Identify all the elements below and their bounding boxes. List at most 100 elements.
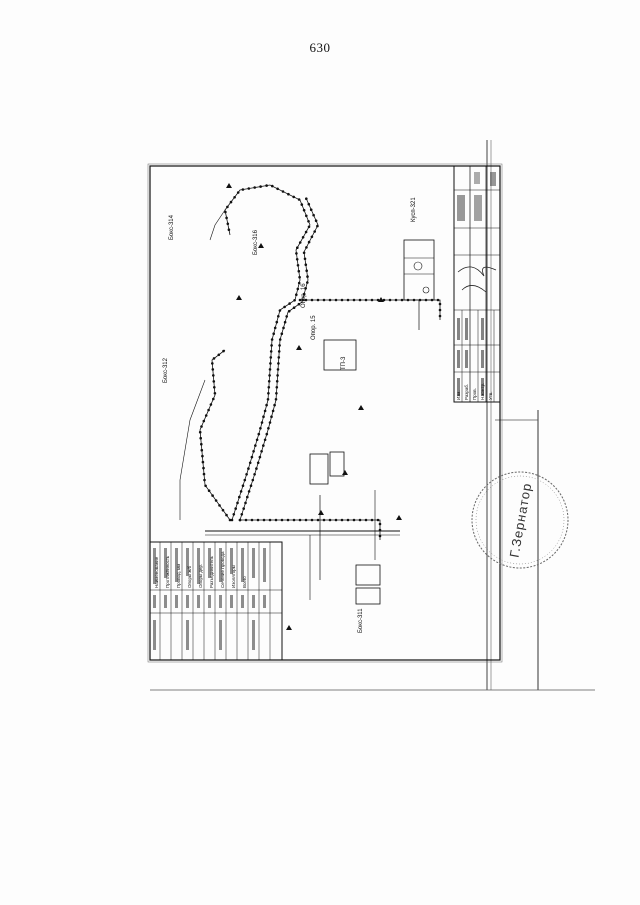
pole-dot	[287, 309, 291, 313]
pole-dot	[297, 269, 301, 273]
pole-dot	[267, 380, 271, 383]
pole-dot	[232, 513, 236, 516]
pole-dot	[304, 263, 308, 267]
pole-dot	[265, 184, 268, 187]
pole-dot	[313, 230, 317, 233]
pole-dot	[239, 490, 243, 493]
pole-dot	[301, 236, 305, 239]
pole-dot	[257, 432, 261, 436]
pole-dot	[283, 320, 287, 324]
pole-dot	[202, 472, 206, 476]
pole-dot	[244, 501, 247, 505]
pole-dot	[376, 298, 380, 302]
drawing-label: Бокс-311	[358, 608, 364, 633]
pole-dot	[275, 320, 279, 324]
pole-dot	[276, 368, 280, 371]
pole-dot	[307, 225, 311, 229]
pole-dot	[280, 332, 284, 336]
pole-dot	[262, 415, 265, 419]
drawing-label: Бокс-312	[163, 357, 169, 383]
round-stamp	[471, 471, 569, 569]
pole-dot	[267, 392, 270, 395]
pole-dot	[305, 197, 308, 200]
pole-dot	[306, 281, 309, 284]
pole-dot	[230, 518, 234, 522]
pole-dot	[212, 380, 216, 383]
pole-dot	[278, 344, 281, 347]
pole-dot	[364, 298, 368, 302]
pole-dot	[213, 392, 217, 395]
pole-dot	[282, 326, 285, 330]
pole-dot	[400, 298, 404, 302]
pole-dot	[263, 409, 267, 413]
pole-dot	[226, 205, 229, 209]
pole-dot	[438, 302, 442, 306]
pole-dot	[242, 507, 245, 510]
legend-row-label: Всего	[242, 576, 247, 588]
pole-dot	[301, 298, 304, 302]
pole-dot	[296, 287, 300, 291]
pole-dot	[295, 293, 298, 297]
pole-dot	[250, 518, 254, 522]
pole-dot	[245, 473, 248, 476]
pole-dot	[370, 298, 374, 302]
pole-dot	[270, 344, 273, 347]
pole-dot	[256, 461, 260, 465]
pole-dot	[346, 518, 350, 522]
pole-dot	[212, 374, 215, 377]
pole-dot	[302, 251, 306, 255]
pole-dot	[266, 398, 270, 401]
base-road	[205, 490, 400, 600]
pole-dot	[285, 315, 289, 318]
pole-dot	[269, 356, 273, 359]
pole-dot	[295, 252, 298, 255]
pole-dot	[224, 210, 227, 214]
pole-dot	[260, 450, 263, 453]
pole-dot	[298, 241, 302, 244]
pole-dot	[334, 298, 338, 302]
pole-dot	[269, 362, 272, 365]
pole-dot	[227, 228, 231, 231]
pole-dot	[259, 185, 262, 188]
pole-dot	[314, 219, 318, 222]
pole-dot	[292, 195, 296, 199]
pole-dot	[262, 518, 266, 522]
pole-dot	[364, 518, 368, 522]
pole-dot	[296, 246, 299, 249]
pole-markers	[198, 184, 442, 538]
pole-dot	[217, 353, 221, 357]
pole-dot	[265, 432, 269, 436]
substation-tp	[403, 239, 435, 330]
title-block-label: Н.контр.	[480, 383, 485, 400]
pole-dot	[340, 518, 344, 522]
pole-dot	[207, 489, 211, 493]
pole-dot	[358, 518, 362, 522]
drawing-label: Кусп-321	[411, 197, 417, 222]
legend-row-label: Наименование	[154, 556, 159, 588]
pole-dot	[214, 499, 218, 502]
drawing-label: ТП-3	[341, 356, 347, 370]
page-number: 630	[309, 40, 331, 55]
pole-dot	[251, 478, 255, 482]
pole-dot	[247, 467, 250, 470]
pole-dot	[249, 484, 253, 488]
pole-dot	[298, 298, 302, 302]
pole-dot	[278, 338, 282, 341]
pole-dot	[211, 368, 215, 371]
drawing-label: Бокс-316	[253, 229, 259, 255]
pole-dot	[340, 298, 344, 302]
pole-dot	[297, 302, 301, 306]
pole-dot	[241, 188, 245, 191]
pole-dot	[212, 397, 215, 401]
pole-dot	[225, 513, 228, 517]
pole-dot	[438, 314, 442, 318]
pole-dot	[322, 518, 326, 522]
title-block-label: Разраб.	[464, 384, 469, 400]
pole-dot	[225, 216, 228, 220]
pole-dot	[300, 203, 304, 206]
pole-dot	[228, 518, 232, 522]
pole-dot	[334, 518, 338, 522]
legend-row-label: Разъединитель	[209, 555, 214, 588]
pole-dot	[255, 438, 259, 442]
title-block-label: Пров.	[472, 388, 477, 400]
